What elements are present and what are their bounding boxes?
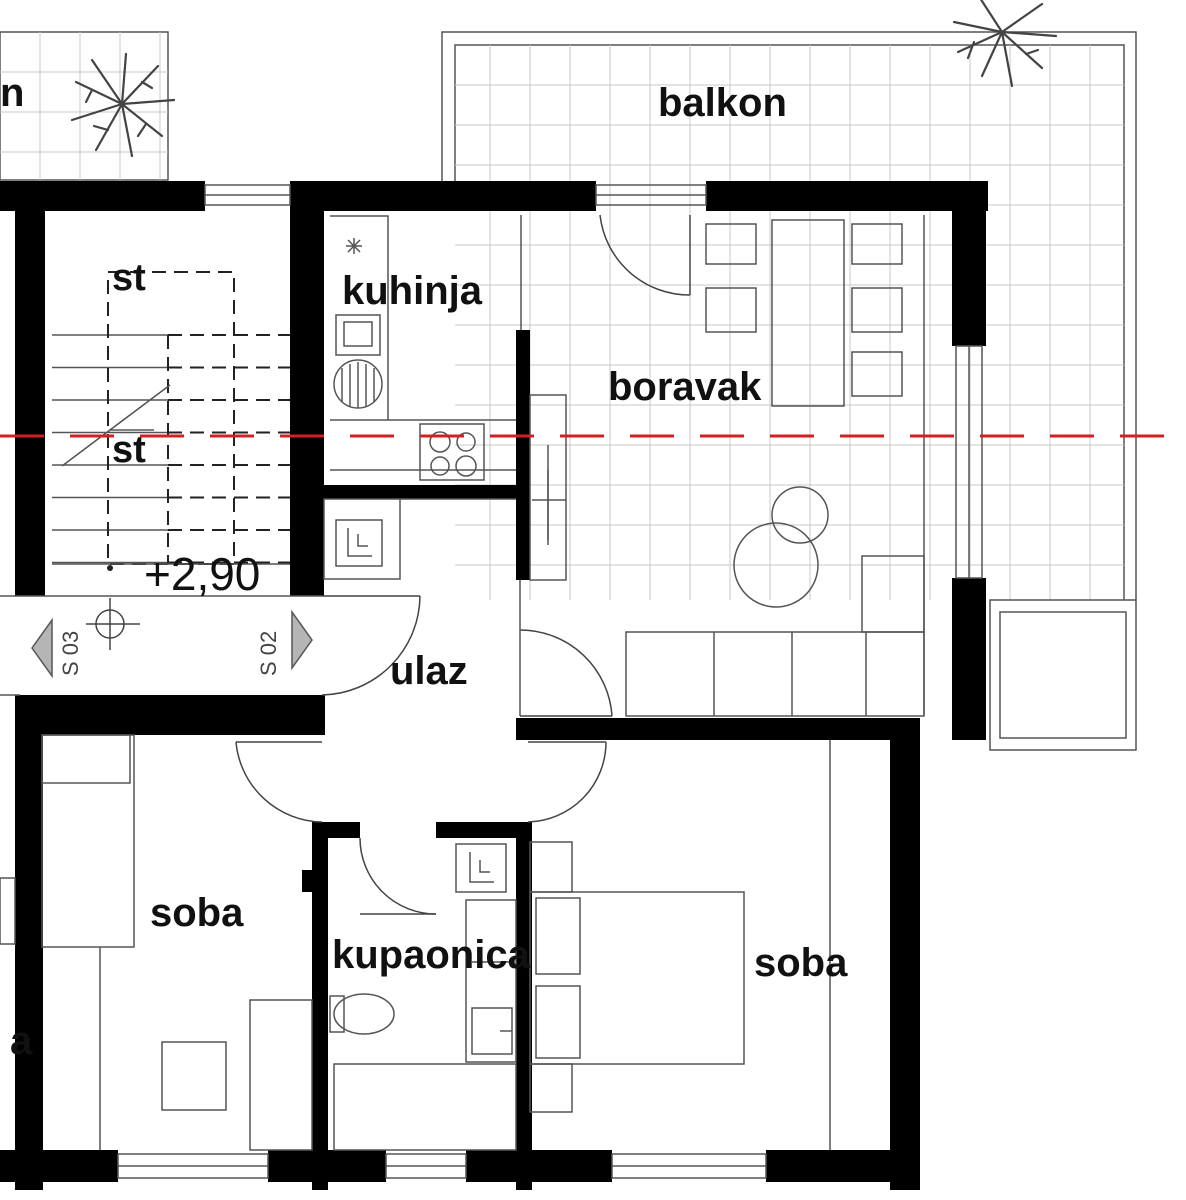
stair-label-upper: st: [112, 257, 146, 299]
table-with-chairs-icon: [705, 219, 903, 407]
sink-icon: [335, 314, 381, 356]
section-marker-icon: [291, 609, 313, 671]
balcony-area: [441, 31, 1137, 751]
utility-nook: [323, 498, 516, 580]
shower-icon: [455, 843, 507, 893]
balcony-door: [599, 214, 691, 296]
star-fixture-icon: [346, 238, 362, 254]
balcony-tile-grid: [455, 45, 1124, 600]
room-label-boravak: boravak: [608, 365, 762, 409]
left-bedroom-furniture: [0, 734, 313, 1151]
level-elevation: +2,90: [144, 548, 260, 600]
stove-icon: [419, 423, 485, 481]
left-terrace-tile-grid: [0, 32, 168, 180]
entrance-doors: [0, 580, 613, 915]
section-marker-icon: [31, 617, 53, 679]
section-mark-left: S 03: [58, 631, 83, 676]
sofa: [625, 555, 925, 717]
section-mark-right: S 02: [256, 631, 281, 676]
room-label-balkon: balkon: [658, 81, 787, 125]
kitchen-counter: [330, 215, 567, 581]
room-label-kupaonica: kupaonica: [332, 933, 531, 977]
windows: [117, 184, 983, 1179]
room-label-soba-right: soba: [754, 941, 848, 985]
toilet-icon: [329, 993, 395, 1035]
coffee-table: [733, 486, 829, 608]
room-label-kuhinja: kuhinja: [342, 269, 483, 313]
right-bedroom-furniture: [529, 740, 831, 1150]
staircase: [52, 271, 290, 565]
room-label-edge-top: n: [0, 71, 24, 115]
sink-icon: [471, 1007, 513, 1055]
bathroom-fixtures: [329, 843, 517, 1151]
dish-rack-icon: [333, 359, 383, 409]
left-terrace: [0, 31, 169, 181]
room-label-edge-bottom: a: [10, 1019, 33, 1063]
room-label-ulaz: ulaz: [390, 649, 468, 693]
stair-label-lower: st: [112, 429, 146, 471]
walls: [0, 181, 988, 1190]
shower-icon: [335, 519, 383, 567]
tree-icon: [70, 52, 176, 158]
level-crosshair-icon: [86, 565, 140, 650]
tree-icon: [952, 0, 1058, 88]
room-label-soba-left: soba: [150, 891, 244, 935]
